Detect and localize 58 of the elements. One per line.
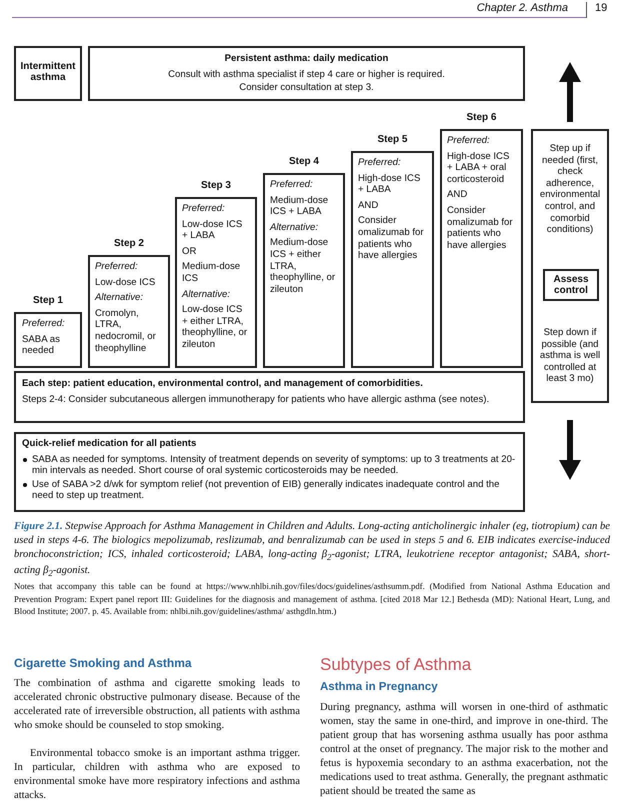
assess-box [543,269,599,301]
italic-label: Preferred: [358,157,402,169]
panel-title: Each step: patient education, environmental control, and management of comorbidities. [22,378,424,390]
italic-label: Preferred: [270,179,314,191]
panel-title: Persistent asthma: daily medication [224,53,390,65]
italic-label: Alternative: [270,222,319,234]
medication-text: Low-dose ICS [95,276,156,288]
medication-text: Consider omalizumab for patients who have allergies [447,204,514,252]
instruction-text: Consider consultation at step 3. [238,82,375,94]
italic-label: Preferred: [22,318,66,330]
connector-word: AND [447,189,468,201]
panel-title: Quick-relief medication for all patients [22,438,198,450]
instruction-text: Consult with asthma specialist if step 4 care or higher is required. [167,68,446,80]
panel-title: Intermittent asthma [20,61,76,83]
medication-text: Low-dose ICS + LABA [182,218,244,242]
step-heading: Step 2 [112,238,145,249]
panel-box [14,432,525,512]
body-paragraph: Environmental tobacco smoke is an important asthma trigger. In particular, children with asthma who are exposed to environmental smoke have more respiratory infections and asthma attacks. [14,747,300,803]
page-number: 19 [595,2,608,14]
step-heading: Step 5 [376,134,408,145]
medication-text: Low-dose ICS + either LTRA, theophylline, or zileuton [182,304,248,351]
step-heading: Step 4 [288,156,320,167]
connector-word: OR [182,246,198,258]
running-header: Chapter 2. Asthma [476,2,568,14]
bullet-text: Use of SABA >2 d/wk for symptom relief (not prevention of EIB) generally indicates inadequate control and the need to step up treatment. [32,478,500,502]
medication-text: Consider omalizumab for patients who have allergies [358,215,425,262]
medication-text: Medium-dose ICS + LABA [270,194,330,218]
medication-text: High-dose ICS + LABA [358,172,422,196]
body-paragraph: During pregnancy, asthma will worsen in one-third of asthmatic women, stay the same in one-third, and improve in one-third. The patient group that has worsening asthma usually has poor asthma control at the onset of pregnancy. The major risk to the mother and fetus is hypoxemia secondary to an asthma exacerbation, not the medications used to treat asthma. Generally, the pregnant asthmatic patient should be treated the same as [320,701,608,799]
step-heading: Step 3 [200,180,232,191]
step-heading: Step 1 [32,295,64,306]
step-heading: Step 6 [465,112,498,123]
figure-caption: Figure 2.1. Stepwise Approach for Asthma Management in Children and Adults. Long-acting anticholinergic inhaler (eg, tiotropium) can be used in steps 4-6. The biologics mepolizumab, reslizumab, and benralizumab can be used in steps 5 and 6. EIB indicates exercise-induced bronchoconstriction; ICS, inhaled corticosteroid; LABA, long-acting β$_{2}$-agonist; LTRA, leukotriene receptor antagonist; SABA, short-acting β$_{2}$-agonist. [14,520,610,580]
section-heading: Asthma in Pregnancy [320,681,438,693]
panel-title: Assess control [552,274,590,296]
body-paragraph: The combination of asthma and cigarette smoking leads to accelerated chronic obstructive pulmonary disease. Because of the accelerated rate of irreversible obstruction, all patients with asthma who smoke should be counseled to stop smoking. [14,677,300,733]
instruction-text: Step down if possible (and asthma is well controlled at least 3 mo) [538,327,602,385]
italic-label: Preferred: [447,135,491,147]
note-text: Steps 2-4: Consider subcutaneous allergen immunotherapy for patients who have allergic asthma (see notes). [22,394,490,406]
italic-label: Alternative: [182,288,231,300]
section-heading: Cigarette Smoking and Asthma [14,656,192,670]
italic-label: Preferred: [95,261,139,273]
instruction-text: Step up if needed (first, check adherence, environmental control, and comorbid conditions) [538,143,602,236]
bullet-text: SABA as needed for symptoms. Intensity of treatment depends on severity of symptoms: up to 3 treatments at 20-min intervals as needed. Short course of oral systemic corticosteroids may be needed. [32,454,516,477]
chapter-heading: Subtypes of Asthma [320,655,472,675]
connector-word: AND [358,200,380,212]
panel-box [14,371,525,423]
medication-text: Cromolyn, LTRA, nedocromil, or theophylline [95,308,157,354]
medication-text: Medium-dose ICS [182,261,242,285]
italic-label: Preferred: [182,203,226,215]
italic-label: Alternative: [95,292,144,304]
panel-box [88,46,525,101]
source-note: Notes that accompany this table can be found at https://www.nhlbi.nih.gov/files/docs/guidelines/asthsumm.pdf. (Modified from National Asthma Education and Prevention Program: Expert panel report III: Guidelines for the diagnosis and management of asthma. [cited 2018 Mar 12.] Bethesda (MD): National Heart, Lung, and Blood Institute; 2007. p. 45. Available from: nhlbi.nih.gov/guidelines/asthma/ asthgdln.htm.) [14,580,610,618]
panel-box [531,129,609,403]
medication-text: Medium-dose ICS + either LTRA, theophylline, or zileuton [270,237,336,296]
medication-text: SABA as needed [22,334,61,357]
panel-box [14,46,82,101]
medication-text: High-dose ICS + LABA + oral corticosteroid [447,150,510,186]
